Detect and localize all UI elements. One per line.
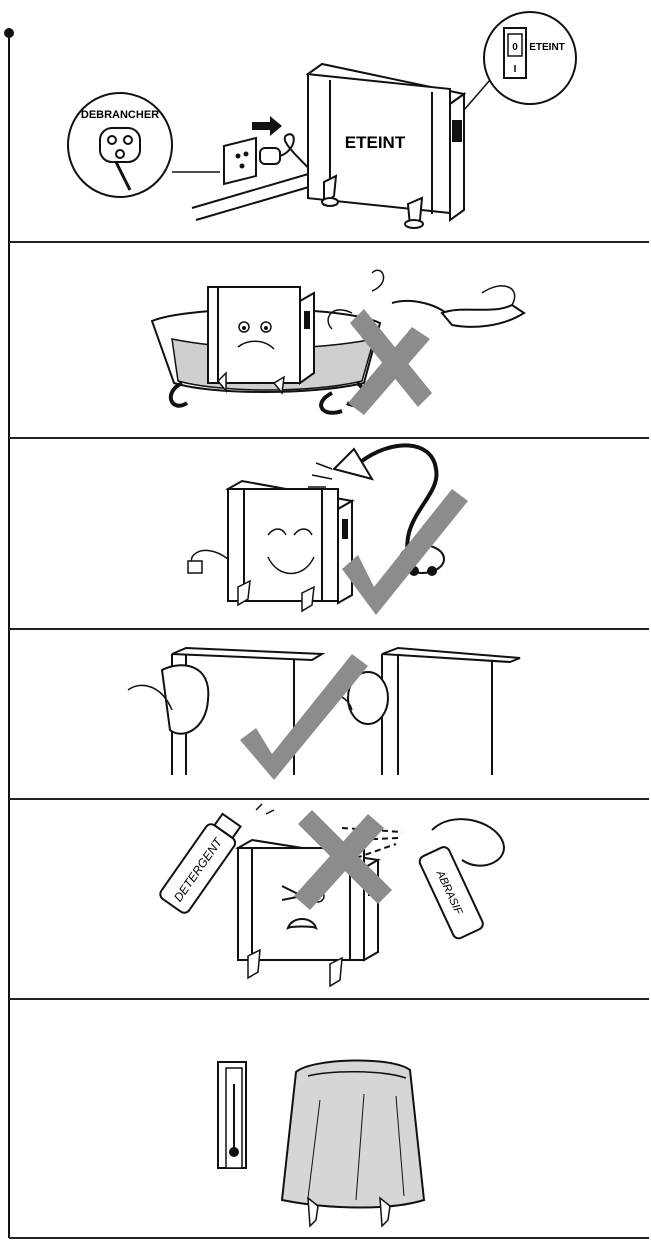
step-do-not-cover	[12, 1000, 648, 1236]
vacuum-illustration	[187, 443, 468, 615]
section-divider	[9, 798, 649, 800]
section-divider	[9, 1237, 649, 1239]
wipe-illustration	[127, 646, 521, 780]
step-wipe-ok	[12, 630, 648, 797]
check-mark	[342, 489, 468, 615]
unplug-label: DEBRANCHER	[81, 109, 159, 121]
section-divider	[9, 998, 649, 1000]
section-divider	[9, 241, 649, 243]
check-mark	[240, 654, 368, 780]
covered-heater	[280, 1059, 426, 1228]
heater-top-left	[127, 646, 326, 775]
switch-callout: 0 I ETEINT	[463, 11, 577, 111]
section-divider	[9, 628, 649, 630]
sad-heater	[207, 286, 315, 395]
cover-illustration	[217, 1059, 426, 1228]
step-vacuum-ok	[12, 439, 648, 627]
detergent-illustration: DETERGENT ABRASIF	[159, 803, 505, 988]
wall-thermometer	[217, 1061, 247, 1169]
unplug-callout: DEBRANCHER	[67, 92, 220, 198]
step-unplug-switch-off: DEBRANCHER ETEINT	[12, 0, 648, 240]
bathtub-illustration	[150, 269, 526, 415]
step-no-water	[12, 243, 648, 436]
heater-front: ETEINT	[305, 62, 467, 229]
step-no-detergent: DETERGENT ABRASIF	[12, 800, 648, 997]
happy-heater	[187, 479, 355, 613]
section-divider	[9, 437, 649, 439]
svg-text:I: I	[514, 64, 517, 75]
switch-off-label: ETEINT	[529, 42, 565, 53]
wall-socket	[191, 116, 327, 221]
cross-mark	[348, 309, 432, 415]
cross-mark	[294, 810, 392, 910]
water-hose-hand	[327, 269, 526, 330]
heater-top-right	[321, 646, 521, 775]
svg-text:0: 0	[512, 42, 518, 53]
unplug-illustration: DEBRANCHER ETEINT	[67, 11, 577, 229]
timeline-start-dot	[4, 28, 14, 38]
heater-off-label: ETEINT	[345, 133, 406, 152]
timeline-line	[8, 34, 10, 1238]
